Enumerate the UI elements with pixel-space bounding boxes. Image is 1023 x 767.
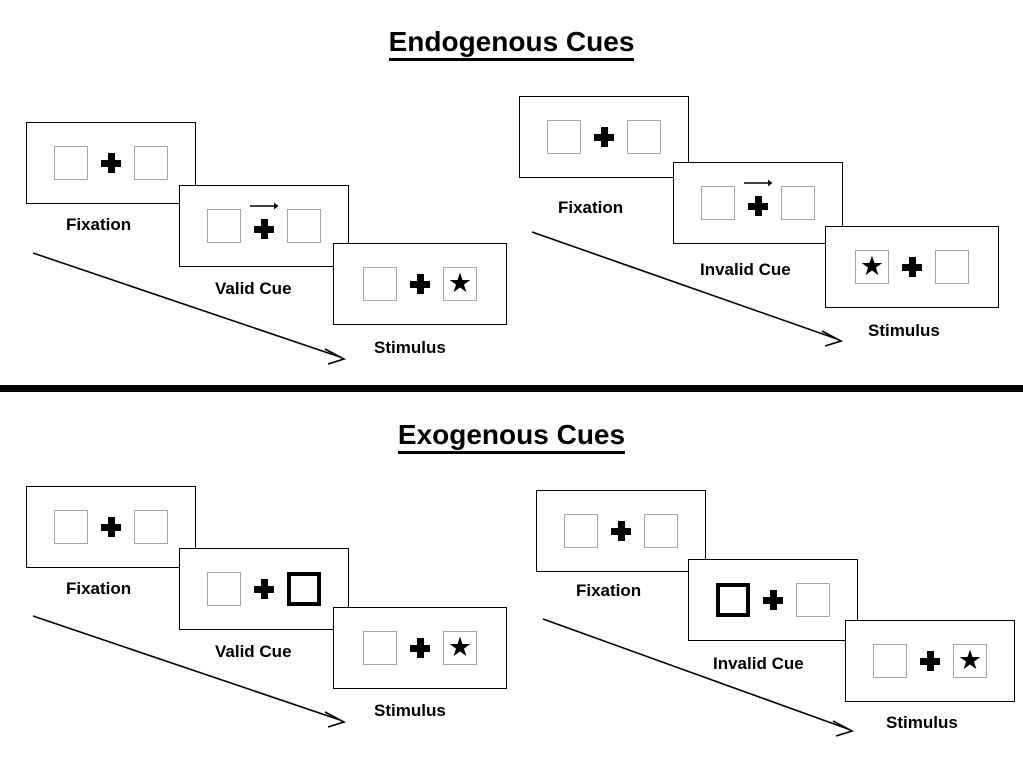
- panel-exogenous-invalid-fixation: [536, 490, 706, 572]
- panel-exogenous-valid-fixation: [26, 486, 196, 568]
- plus-cross-icon: [611, 521, 631, 541]
- stimulus-box-left: [564, 514, 598, 548]
- stimulus-box-left: ★: [855, 250, 889, 284]
- fixation-cross-wrap: [581, 114, 627, 160]
- plus-cross-icon: [920, 651, 940, 671]
- panel-exogenous-invalid-cue: [688, 559, 858, 641]
- plus-cross-icon: [101, 153, 121, 173]
- stimulus-box-left: [207, 209, 241, 243]
- timeline-arrow-endogenous-invalid: [531, 231, 844, 347]
- plus-cross-icon: [254, 219, 274, 239]
- caption-exogenous-valid-stimulus: Stimulus: [374, 701, 446, 720]
- panel-endogenous-invalid-cue: [673, 162, 843, 244]
- star-icon: ★: [447, 632, 473, 662]
- stimulus-box-right: ★: [443, 631, 477, 665]
- caption-endogenous-invalid-stimulus: Stimulus: [868, 321, 940, 340]
- section-divider: [0, 385, 1023, 392]
- arrow-right-icon: [744, 179, 773, 187]
- stimulus-box-left: [363, 267, 397, 301]
- panel-endogenous-valid-cue: [179, 185, 349, 267]
- fixation-cross-wrap: [241, 202, 287, 249]
- stimulus-box-right-cued: [287, 572, 321, 606]
- plus-cross-icon: [902, 257, 922, 277]
- panel-endogenous-invalid-fixation: [519, 96, 689, 178]
- section-title-endogenous-text: Endogenous Cues: [388, 26, 635, 61]
- fixation-cross-wrap: [241, 566, 287, 612]
- stimulus-box-right: [796, 583, 830, 617]
- caption-exogenous-valid-cue: Valid Cue: [215, 642, 292, 661]
- panel-exogenous-valid-stimulus: ★: [333, 607, 507, 689]
- fixation-cross-wrap: [88, 140, 134, 186]
- panel-exogenous-invalid-stimulus: ★: [845, 620, 1015, 702]
- stimulus-box-left: [701, 186, 735, 220]
- stimulus-box-left-cued: [716, 583, 750, 617]
- panel-exogenous-valid-cue: [179, 548, 349, 630]
- fixation-cross-wrap: [88, 504, 134, 550]
- fixation-cross-wrap: [397, 261, 443, 307]
- stimulus-box-left: [363, 631, 397, 665]
- plus-cross-icon: [594, 127, 614, 147]
- caption-endogenous-valid-fixation: Fixation: [66, 215, 132, 234]
- stimulus-box-right: [134, 510, 168, 544]
- section-title-exogenous-text: Exogenous Cues: [397, 419, 626, 454]
- plus-cross-icon: [101, 517, 121, 537]
- stimulus-box-left: [54, 510, 88, 544]
- timeline-arrow-endogenous-valid: [32, 252, 347, 365]
- caption-endogenous-invalid-cue: Invalid Cue: [700, 260, 791, 279]
- stimulus-box-right: [644, 514, 678, 548]
- stimulus-box-right: [287, 209, 321, 243]
- stimulus-box-right: [935, 250, 969, 284]
- plus-cross-icon: [763, 590, 783, 610]
- caption-exogenous-invalid-cue: Invalid Cue: [713, 654, 804, 673]
- caption-exogenous-invalid-fixation: Fixation: [576, 581, 642, 600]
- panel-endogenous-invalid-stimulus: ★: [825, 226, 999, 308]
- section-title-exogenous: Exogenous Cues: [0, 419, 1023, 454]
- plus-cross-icon: [748, 196, 768, 216]
- section-title-endogenous: Endogenous Cues: [0, 26, 1023, 61]
- star-icon: ★: [859, 251, 885, 281]
- fixation-cross-wrap: [397, 625, 443, 671]
- plus-cross-icon: [410, 274, 430, 294]
- stimulus-box-right: [134, 146, 168, 180]
- stimulus-box-left: [54, 146, 88, 180]
- fixation-cross-wrap: [750, 577, 796, 623]
- stimulus-box-right: ★: [443, 267, 477, 301]
- fixation-cross-wrap: [889, 244, 935, 290]
- caption-endogenous-invalid-fixation: Fixation: [558, 198, 624, 217]
- stimulus-box-right: ★: [953, 644, 987, 678]
- plus-cross-icon: [254, 579, 274, 599]
- star-icon: ★: [957, 645, 983, 675]
- stimulus-box-right: [627, 120, 661, 154]
- stimulus-box-left: [547, 120, 581, 154]
- fixation-cross-wrap: [598, 508, 644, 554]
- stimulus-box-left: [207, 572, 241, 606]
- caption-endogenous-valid-stimulus: Stimulus: [374, 338, 446, 357]
- caption-endogenous-valid-cue: Valid Cue: [215, 279, 292, 298]
- stimulus-box-right: [781, 186, 815, 220]
- timeline-arrow-exogenous-invalid: [542, 618, 855, 737]
- fixation-cross-wrap: [907, 638, 953, 684]
- caption-exogenous-invalid-stimulus: Stimulus: [886, 713, 958, 732]
- fixation-cross-wrap: [735, 179, 781, 226]
- star-icon: ★: [447, 268, 473, 298]
- arrow-right-icon: [250, 202, 279, 210]
- caption-exogenous-valid-fixation: Fixation: [66, 579, 132, 598]
- timeline-arrow-exogenous-valid: [32, 615, 347, 728]
- panel-endogenous-valid-stimulus: ★: [333, 243, 507, 325]
- panel-endogenous-valid-fixation: [26, 122, 196, 204]
- plus-cross-icon: [410, 638, 430, 658]
- stimulus-box-left: [873, 644, 907, 678]
